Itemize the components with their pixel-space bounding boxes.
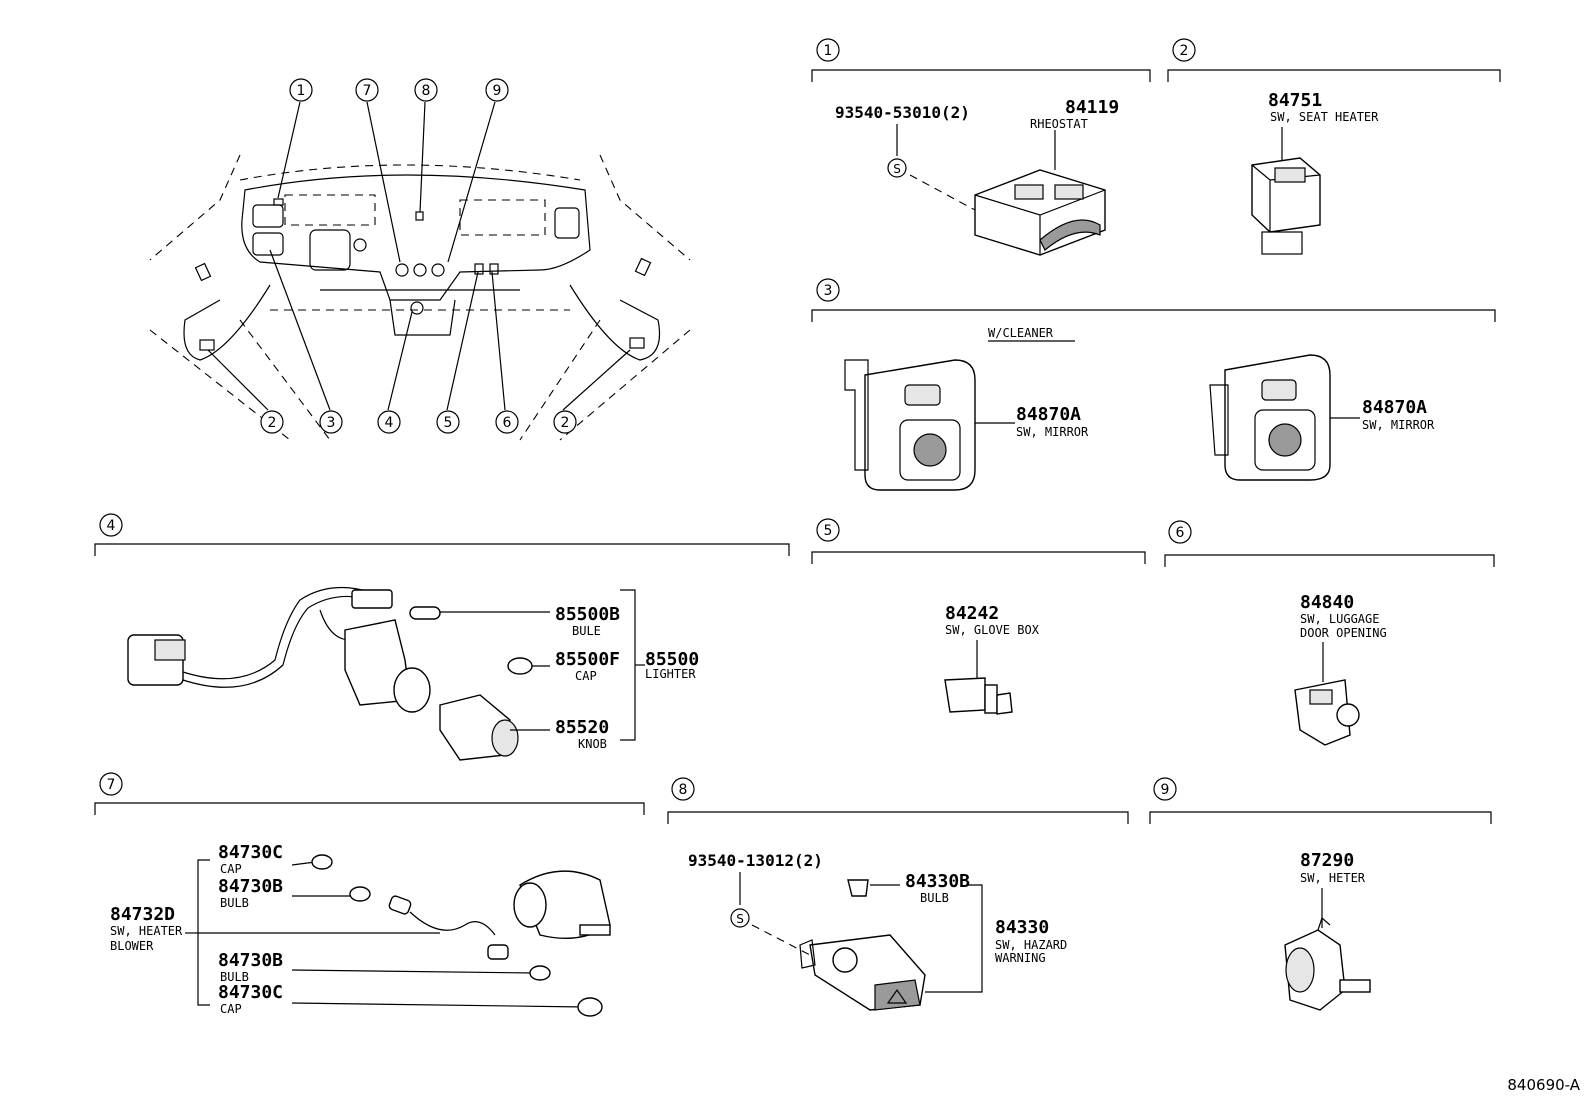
section-6: 6 84840 SW, LUGGAGE DOOR OPENING [1164,520,1495,746]
part-code: 84330 [995,917,1049,938]
callout-5: 5 [436,410,460,434]
part-code: 84870A [1016,404,1081,425]
part-code: 84730C [218,982,283,1003]
section-number: 5 [824,523,833,539]
lighter-harness-drawing [127,586,533,761]
part-name: SW, GLOVE BOX [945,623,1040,637]
part-code: 84330B [905,871,970,892]
svg-text:2: 2 [561,415,570,431]
svg-text:8: 8 [422,83,431,99]
overview-callouts: 1 7 8 9 2 3 4 5 6 2 [260,78,577,434]
part-name: BULB [220,970,249,984]
part-name: CAP [575,669,597,683]
callout-1: 1 [289,78,313,102]
svg-text:7: 7 [363,83,372,99]
section-number: 3 [824,283,833,299]
section-9: 9 87290 SW, HETER [1149,777,1492,1011]
part-name: BULB [920,891,949,905]
part-code: 84751 [1268,90,1322,111]
section-number: 4 [107,518,116,534]
dashboard-overview [149,101,691,441]
svg-text:6: 6 [503,415,512,431]
part-code: 84242 [945,603,999,624]
section-1: 1 84119 RHEOSTAT 93540-53010(2) S [811,38,1151,256]
part-code: 87290 [1300,850,1354,871]
svg-text:2: 2 [268,415,277,431]
section-number: 6 [1176,525,1185,541]
part-code: 85500B [555,604,620,625]
part-name-line2: DOOR OPENING [1300,626,1387,640]
section-5: 5 84242 SW, GLOVE BOX [811,518,1146,715]
glove-box-switch-drawing [944,677,1013,715]
section-7: 7 84730C CAP 84730B BULB 84732D SW, HEAT… [94,772,645,1017]
part-name: SW, MIRROR [1362,418,1435,432]
part-name: SW, LUGGAGE [1300,612,1379,626]
part-name: SW, HETER [1300,871,1366,885]
part-code: 93540-13012(2) [688,851,823,870]
part-name: SW, SEAT HEATER [1270,110,1379,124]
part-code: 84732D [110,904,175,925]
heater-switch-drawing [1284,916,1371,1011]
part-code: 85520 [555,717,609,738]
screw-symbol: S [893,162,901,176]
figure-id: 840690-A [1507,1076,1580,1094]
part-code: 84119 [1065,97,1119,118]
svg-text:5: 5 [444,415,453,431]
callout-9: 9 [485,78,509,102]
callout-2-right: 2 [553,410,577,434]
part-code: 84730B [218,950,283,971]
callout-6: 6 [495,410,519,434]
part-code: 84730B [218,876,283,897]
part-name: CAP [220,862,242,876]
svg-text:4: 4 [385,415,394,431]
section-number: 9 [1161,782,1170,798]
part-name: SW, HEATER [110,924,183,938]
part-code: 84870A [1362,397,1427,418]
section-number: 8 [679,782,688,798]
section-8: 8 93540-13012(2) S 84330B BULB 84330 SW,… [667,777,1129,1011]
screw-symbol: S [736,912,744,926]
seat-heater-switch-drawing [1251,157,1321,255]
callout-8: 8 [414,78,438,102]
variant-label: W/CLEANER [988,326,1054,340]
svg-text:1: 1 [297,83,306,99]
part-name: SW, MIRROR [1016,425,1089,439]
part-name: SW, HAZARD [995,938,1067,952]
part-name: RHEOSTAT [1030,117,1088,131]
part-code: 84730C [218,842,283,863]
part-name-line2: WARNING [995,951,1046,965]
callout-4: 4 [377,410,401,434]
section-4: 4 85500B BULE 85500F CAP 85520 KNOB 8550… [94,513,790,761]
svg-text:9: 9 [493,83,502,99]
mirror-switch-left-drawing [844,359,976,491]
part-name: CAP [220,1002,242,1016]
part-code: 85500F [555,649,620,670]
part-name: BULE [572,624,601,638]
hazard-switch-drawing [799,879,926,1011]
callout-2-left: 2 [260,410,284,434]
part-code: 85500 [645,649,699,670]
section-number: 2 [1180,43,1189,59]
mirror-switch-right-drawing [1209,354,1331,481]
part-name: LIGHTER [645,667,696,681]
callout-3: 3 [319,410,343,434]
luggage-door-switch-drawing [1294,679,1360,746]
section-2: 2 84751 SW, SEAT HEATER [1167,38,1501,255]
section-number: 1 [824,43,833,59]
heater-blower-switch-drawing [311,854,611,1017]
section-number: 7 [107,777,116,793]
svg-text:3: 3 [327,415,336,431]
part-name: KNOB [578,737,607,751]
part-name-line2: BLOWER [110,939,154,953]
section-3: 3 W/CLEANER 84870A SW, MIRROR 84870A SW,… [811,278,1496,491]
rheostat-drawing [974,169,1106,256]
part-code: 93540-53010(2) [835,103,970,122]
callout-7: 7 [355,78,379,102]
part-name: BULB [220,896,249,910]
part-code: 84840 [1300,592,1354,613]
